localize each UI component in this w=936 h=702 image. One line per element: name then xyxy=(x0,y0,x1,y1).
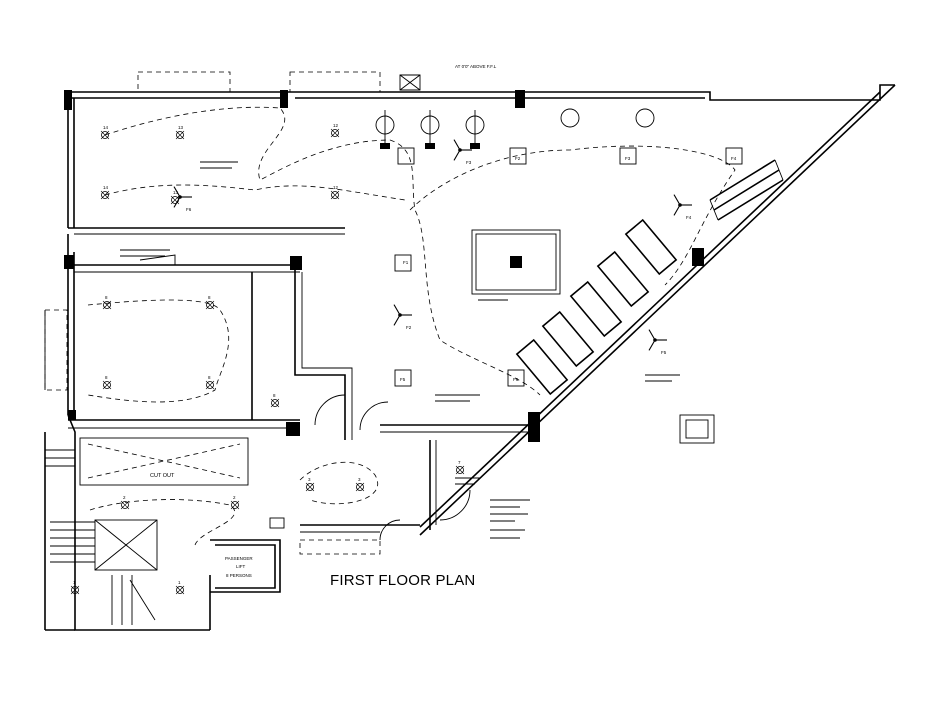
ceiling-fan-icon: F6 xyxy=(173,186,192,212)
lift-label-line3: 8 PERSONS xyxy=(226,573,252,578)
light-fixtures: 14 13 12 14 13 12 8 8 8 8 8 3 3 2 2 1 1 7 xyxy=(70,123,465,595)
exercise-bikes xyxy=(375,108,655,149)
cutout-label: CUT OUT xyxy=(150,473,175,479)
fixture-label: 7 xyxy=(458,460,461,465)
light-fixture: 14 xyxy=(100,125,110,140)
light-fixture: 2 xyxy=(230,495,240,510)
fan-label: F2 xyxy=(406,325,412,330)
fixture-label: 2 xyxy=(233,495,236,500)
outer-walls xyxy=(44,84,896,631)
stair-core: CUT OUT xyxy=(45,437,249,625)
fixture-label: 12 xyxy=(333,123,339,128)
center-platform xyxy=(471,229,561,301)
light-fixture: 3 xyxy=(355,477,365,492)
light-fixture: 8 xyxy=(205,375,215,390)
panel-label: F6 xyxy=(513,377,519,382)
fan-label: F5 xyxy=(661,350,667,355)
light-fixture: 8 xyxy=(270,393,280,408)
treadmills xyxy=(515,159,784,396)
columns xyxy=(64,90,704,442)
wiring-runs xyxy=(87,106,736,546)
light-fixture: 12 xyxy=(330,185,340,200)
ceiling-fan-icon: F4 xyxy=(673,194,692,220)
light-fixture: 8 xyxy=(102,375,112,390)
interior-walls xyxy=(68,254,530,533)
ceiling-fan-icon: F5 xyxy=(648,329,667,355)
fixture-label: 2 xyxy=(123,495,126,500)
top-level-note: AT 0'0" ABOVE F.F.L xyxy=(455,64,497,69)
fixture-label: 8 xyxy=(273,393,276,398)
panel-label: F4 xyxy=(731,156,737,161)
panel-label: F5 xyxy=(400,377,406,382)
fixture-label: 8 xyxy=(208,375,211,380)
fan-label: F4 xyxy=(686,215,692,220)
light-fixture: 13 xyxy=(175,125,185,140)
light-fixture: 8 xyxy=(205,295,215,310)
fixture-label: 8 xyxy=(105,375,108,380)
panel-label: F2 xyxy=(515,156,521,161)
fixture-label: 8 xyxy=(208,295,211,300)
fan-label: F6 xyxy=(186,207,192,212)
lift-label-line2: LIFT xyxy=(236,564,246,569)
fixture-label: 14 xyxy=(103,185,109,190)
light-fixture: 1 xyxy=(175,580,185,595)
fixture-label: 1 xyxy=(73,580,76,585)
lift-label-line1: PASSENGER xyxy=(225,556,253,561)
fixture-label: 3 xyxy=(358,477,361,482)
light-fixture: 3 xyxy=(305,477,315,492)
fixture-label: 8 xyxy=(105,295,108,300)
fixture-label: 12 xyxy=(333,185,339,190)
windows xyxy=(44,71,381,555)
plan-title: FIRST FLOOR PLAN xyxy=(330,572,475,589)
panel-label: F3 xyxy=(625,156,631,161)
light-fixture: 1 xyxy=(70,580,80,595)
passenger-lift: PASSENGER LIFT 8 PERSONS xyxy=(225,556,253,578)
panel-label: F1 xyxy=(403,260,409,265)
light-fixture: 12 xyxy=(330,123,340,138)
fixture-label: 14 xyxy=(103,125,109,130)
fixture-label: 3 xyxy=(308,477,311,482)
doors xyxy=(314,394,471,541)
fixture-label: 13 xyxy=(178,125,184,130)
fixture-label: 1 xyxy=(178,580,181,585)
ceiling-fan-icon: F3 xyxy=(453,139,472,165)
ceiling-fan-icon: F2 xyxy=(393,304,412,330)
annotations: AT 0'0" ABOVE F.F.L xyxy=(120,64,680,539)
light-fixture: 14 xyxy=(100,185,110,200)
light-fixture: 7 xyxy=(455,460,465,475)
fan-label: F3 xyxy=(466,160,472,165)
light-fixture: 8 xyxy=(102,295,112,310)
fixture-label: 13 xyxy=(173,190,179,195)
